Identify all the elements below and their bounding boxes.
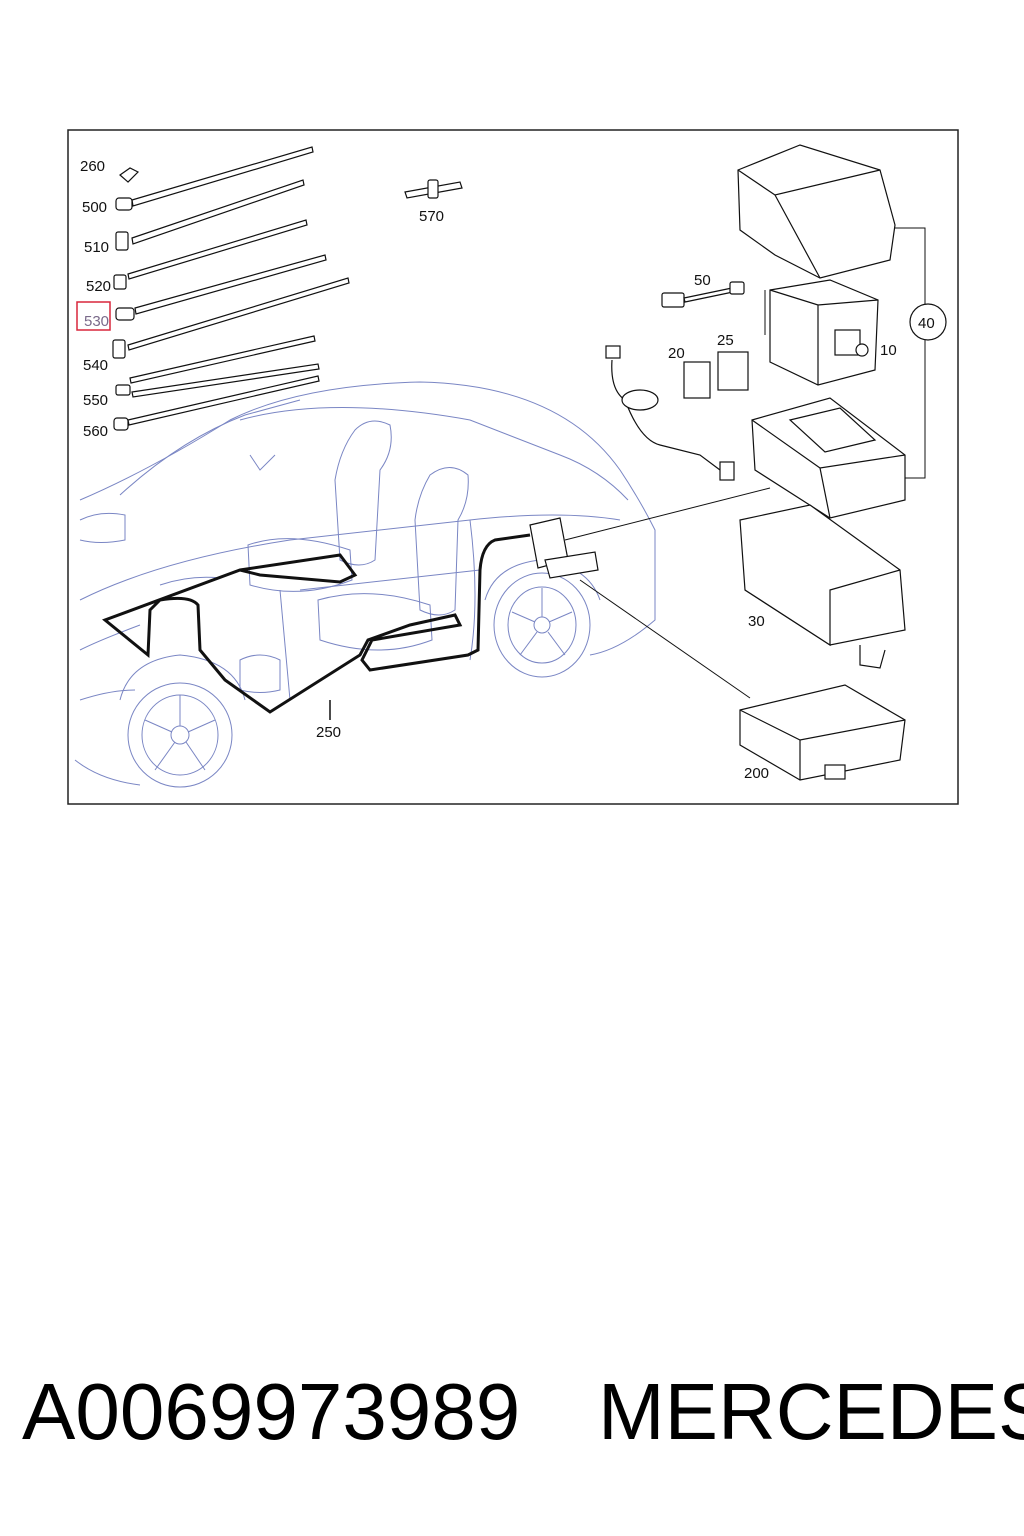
callout-510: 510	[84, 239, 109, 256]
foam-tray	[751, 397, 906, 519]
brand-name: MERCEDES	[598, 1367, 1024, 1456]
module-10	[769, 279, 879, 386]
callout-500: 500	[82, 199, 107, 216]
callout-520: 520	[86, 278, 111, 295]
callout-250: 250	[316, 724, 341, 741]
cable-50	[661, 281, 745, 308]
bracket-40-lines	[764, 227, 926, 479]
leader-lines	[564, 487, 771, 699]
parts-diagram: 260 500 510 520 530 540 550 560 570 50 4…	[67, 129, 959, 805]
hoses-group	[112, 146, 350, 431]
callout-30: 30	[748, 613, 765, 630]
callout-circle-40	[909, 303, 947, 341]
callout-260: 260	[80, 158, 105, 175]
callout-530: 530	[84, 313, 109, 330]
callout-200: 200	[744, 765, 769, 782]
callout-20: 20	[668, 345, 685, 362]
box-30	[739, 504, 906, 669]
connector-570	[404, 179, 463, 199]
wiring-harness-250	[102, 533, 531, 714]
callout-10: 10	[880, 342, 897, 359]
callout-540: 540	[83, 357, 108, 374]
control-unit	[529, 517, 599, 579]
highlight-box-530	[76, 301, 111, 331]
callout-560: 560	[83, 423, 108, 440]
callout-25: 25	[717, 332, 734, 349]
callout-40: 40	[918, 315, 935, 332]
callout-550: 550	[83, 392, 108, 409]
harness-20-25	[605, 345, 749, 481]
callout-labels: 260 500 510 520 530 540 550 560 570 50 4…	[80, 158, 935, 782]
module-200	[739, 684, 906, 781]
callout-50: 50	[694, 272, 711, 289]
car-outline	[74, 381, 656, 788]
callout-570: 570	[419, 208, 444, 225]
cover-top	[737, 144, 896, 279]
part-number: A0069973989	[22, 1367, 521, 1456]
